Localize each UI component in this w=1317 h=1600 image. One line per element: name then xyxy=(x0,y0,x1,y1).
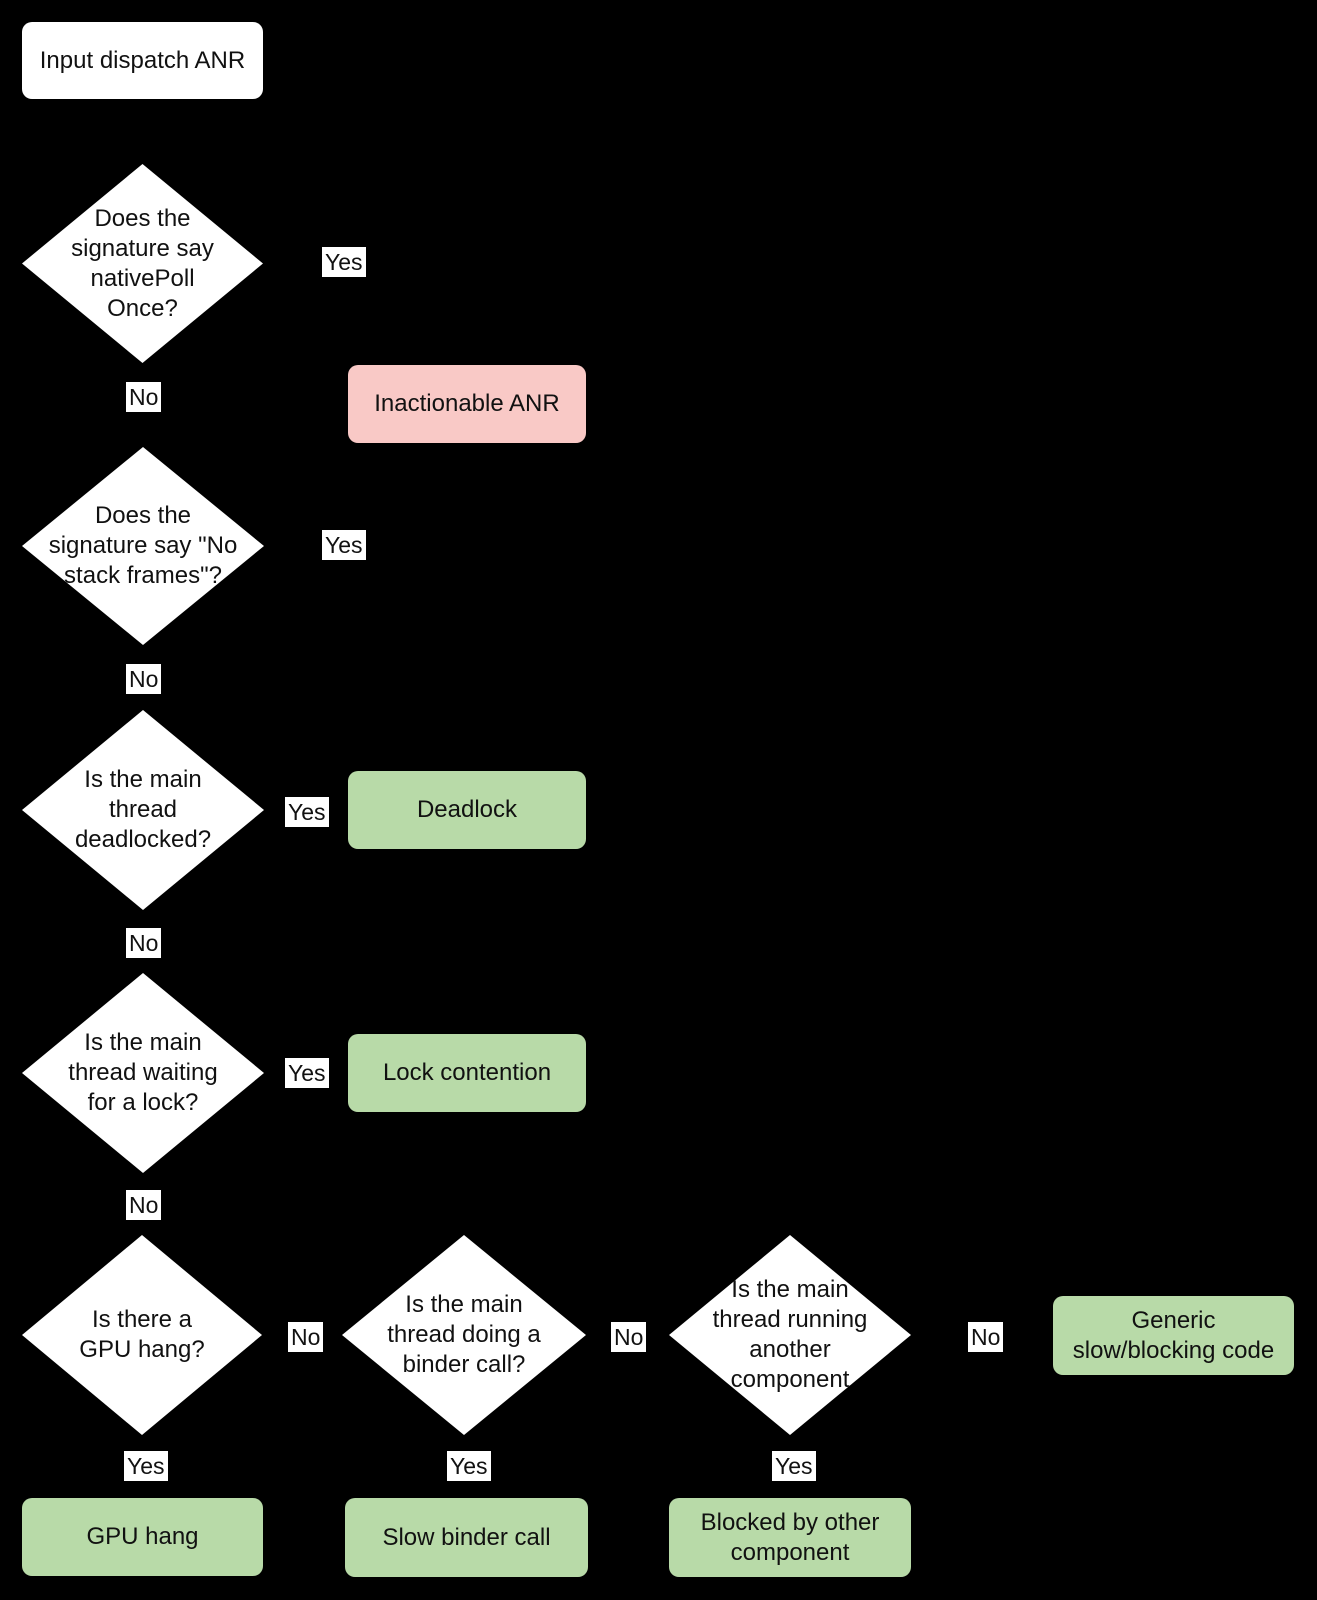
outcome-inactionable-anr: Inactionable ANR xyxy=(348,365,586,443)
edge-label-yes-waiting-lock: Yes xyxy=(285,1058,329,1088)
edge-label-yes-deadlocked: Yes xyxy=(285,797,329,827)
outcome-blocked-by-other-component: Blocked by other component xyxy=(669,1498,911,1577)
outcome-slow-binder-call: Slow binder call xyxy=(345,1498,588,1577)
edge-label-yes-gpu-hang: Yes xyxy=(124,1451,168,1481)
edge-label-yes-binder-call: Yes xyxy=(447,1451,491,1481)
edge-label-no-gpu-hang: No xyxy=(288,1322,324,1352)
edge-label-yes-other-component: Yes xyxy=(772,1451,816,1481)
start-node-input-dispatch-anr: Input dispatch ANR xyxy=(22,22,263,99)
edge-label-yes-nativepoll: Yes xyxy=(322,247,366,277)
edge-label-no-other-component: No xyxy=(968,1322,1004,1352)
edge-label-no-waiting-lock: No xyxy=(126,1190,162,1220)
outcome-gpu-hang: GPU hang xyxy=(22,1498,263,1576)
outcome-lock-contention: Lock contention xyxy=(348,1034,586,1112)
edge-label-no-nativepoll: No xyxy=(126,382,162,412)
edge-label-no-no-stack-frames: No xyxy=(126,664,162,694)
connector-q1-yes xyxy=(263,262,467,365)
outcome-generic-slow-blocking-code: Generic slow/blocking code xyxy=(1053,1296,1294,1375)
edge-label-no-deadlocked: No xyxy=(126,928,162,958)
edge-label-yes-no-stack-frames: Yes xyxy=(322,530,366,560)
outcome-deadlock: Deadlock xyxy=(348,771,586,849)
edge-label-no-binder-call: No xyxy=(611,1322,647,1352)
